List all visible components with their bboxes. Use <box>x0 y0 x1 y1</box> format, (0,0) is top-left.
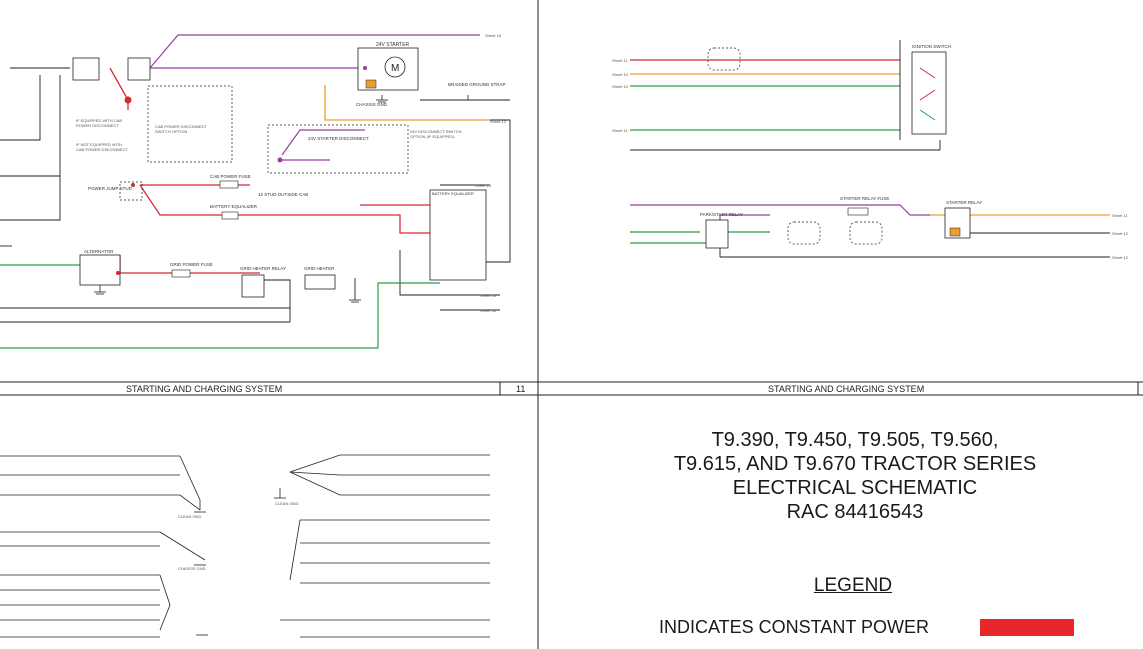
battery-equalizer-label: BATTERY EQUALIZER <box>210 204 258 209</box>
svg-text:OPTION (IF EQUIPPED): OPTION (IF EQUIPPED) <box>410 134 455 139</box>
svg-text:CHASSIS GND: CHASSIS GND <box>178 566 206 571</box>
svg-text:Sheet 15: Sheet 15 <box>475 183 492 188</box>
svg-text:Sheet 12: Sheet 12 <box>1112 255 1129 260</box>
footer-left-page-number: 11 <box>516 384 526 394</box>
legend-constant-power-swatch <box>980 619 1074 636</box>
title-block: T9.390, T9.450, T9.505, T9.560, T9.615, … <box>600 428 1110 524</box>
svg-text:CAB POWER DISCONNECT: CAB POWER DISCONNECT <box>76 147 129 152</box>
starter-disconnect-label: 24V STARTER DISCONNECT <box>308 136 369 141</box>
braided-ground-strap-label: BRAIDED GROUND STRAP <box>448 82 506 87</box>
svg-text:CAB POWER DISCONNECT: CAB POWER DISCONNECT <box>155 124 208 129</box>
svg-text:Sheet 12: Sheet 12 <box>612 84 629 89</box>
svg-text:Sheet 12: Sheet 12 <box>1112 231 1129 236</box>
bottom-left-schematic <box>0 454 490 638</box>
starter-label: 24V STARTER <box>376 42 410 48</box>
svg-text:Sheet 11: Sheet 11 <box>612 128 628 133</box>
starter-relay-label: STARTER RELAY <box>946 200 982 205</box>
svg-text:Sheet 11: Sheet 11 <box>612 58 628 63</box>
ignition-switch-label: IGNITION SWITCH <box>912 44 951 49</box>
cab-power-fuse-label: CAB POWER FUSE <box>210 174 251 179</box>
title-line-3: ELECTRICAL SCHEMATIC <box>732 477 978 499</box>
svg-text:Sheet 16: Sheet 16 <box>480 293 497 298</box>
svg-text:POWER DISCONNECT: POWER DISCONNECT <box>76 123 119 128</box>
grid-heater-label: GRID HEATER <box>304 266 335 271</box>
battery-equalizer-box-label: BATTERY EQUALIZER <box>432 191 474 196</box>
legend-heading: LEGEND <box>813 575 893 596</box>
park-start-relay-label: PARK/START RELAY <box>700 212 743 217</box>
svg-text:24V DISCONNECT SWITCH: 24V DISCONNECT SWITCH <box>410 129 462 134</box>
svg-text:SWITCH OPTION: SWITCH OPTION <box>155 129 187 134</box>
svg-text:Sheet 16: Sheet 16 <box>485 33 502 38</box>
title-line-4: RAC 84416543 <box>786 501 924 523</box>
top-right-schematic: IGNITION SWITCH STARTER RELAY FUSE START… <box>612 40 1129 260</box>
footer-right-title: STARTING AND CHARGING SYSTEM <box>768 384 925 394</box>
legend-item-label: INDICATES CONSTANT POWER <box>659 617 930 637</box>
svg-text:CLEAN GND: CLEAN GND <box>275 501 298 506</box>
svg-text:Sheet 12: Sheet 12 <box>490 119 507 124</box>
chassis-gnd-label: CHASSIS GND <box>356 102 388 107</box>
title-line-2: T9.615, AND T9.670 TRACTOR SERIES <box>673 453 1037 475</box>
svg-text:IF EQUIPPED WITH CAB: IF EQUIPPED WITH CAB <box>76 118 122 123</box>
starter-relay-fuse-label: STARTER RELAY FUSE <box>840 196 889 201</box>
clean-gnd-label: CLEAN GND <box>178 514 201 519</box>
motor-symbol: M <box>391 63 399 74</box>
svg-text:Sheet 11: Sheet 11 <box>1112 213 1128 218</box>
grid-power-fuse-label: GRID POWER FUSE <box>170 262 213 267</box>
stud-outside-cab-label: 12 STUD OUTSIDE CAB <box>258 192 308 197</box>
top-left-schematic: M 24V STARTER CAB POWER FUSE 12 STUD OUT… <box>0 33 511 349</box>
grid-heater-relay-label: GRID HEATER RELAY <box>240 266 286 271</box>
title-line-1: T9.390, T9.450, T9.505, T9.560, <box>711 429 999 451</box>
svg-text:Sheet 16: Sheet 16 <box>480 308 497 313</box>
footer-left-title: STARTING AND CHARGING SYSTEM <box>126 384 283 394</box>
svg-text:Sheet 10: Sheet 10 <box>612 72 629 77</box>
alternator-label: ALTERNATOR <box>84 249 114 254</box>
power-jump-stud-label: POWER JUMP STUD <box>88 186 133 191</box>
svg-text:IF NOT EQUIPPED WITH: IF NOT EQUIPPED WITH <box>76 142 122 147</box>
